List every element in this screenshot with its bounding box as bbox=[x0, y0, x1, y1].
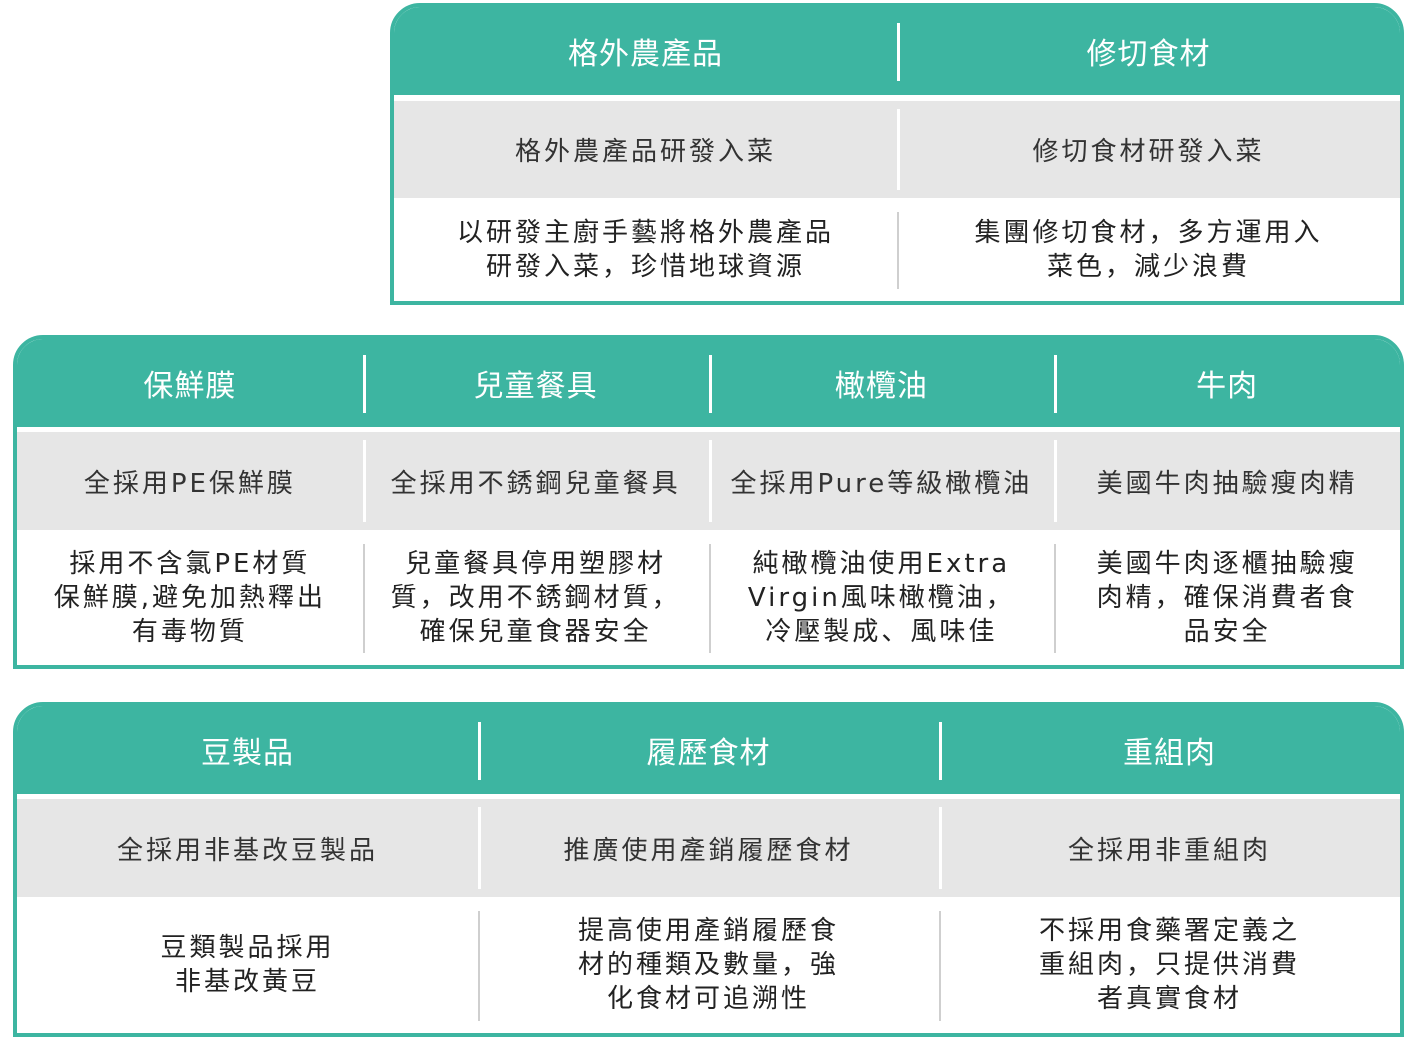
policy-panel-materials: 保鮮膜 兒童餐具 橄欖油 牛肉 全採用PE保鮮膜 全採用不銹鋼兒童餐具 全採用P… bbox=[13, 335, 1404, 669]
column-description: 不採用食藥署定義之 重組肉，只提供消費 者真實食材 bbox=[939, 897, 1400, 1033]
column-header: 格外農產品 bbox=[568, 37, 723, 72]
column-header: 修切食材 bbox=[897, 7, 1400, 95]
column-description: 採用不含氯PE材質 保鮮膜,避免加熱釋出 有毒物質 bbox=[53, 548, 326, 647]
column-subtitle: 全採用非基改豆製品 bbox=[116, 835, 378, 866]
column-header: 橄欖油 bbox=[708, 339, 1055, 427]
column-subtitle: 推廣使用產銷履歷食材 bbox=[478, 799, 939, 897]
subtitle-row: 格外農產品研發入菜 修切食材研發入菜 bbox=[394, 101, 1400, 198]
column-subtitle: 修切食材研發入菜 bbox=[897, 101, 1400, 198]
column-description: 以研發主廚手藝將格外農產品 研發入菜，珍惜地球資源 bbox=[456, 217, 834, 282]
policy-panel-proteins: 豆製品 履歷食材 重組肉 全採用非基改豆製品 推廣使用產銷履歷食材 全採用非重組… bbox=[13, 702, 1404, 1037]
column-description: 兒童餐具停用塑膠材 質，改用不銹鋼材質， 確保兒童食器安全 bbox=[362, 530, 709, 665]
column-subtitle: 全採用非重組肉 bbox=[939, 799, 1400, 897]
policy-table: 豆製品 履歷食材 重組肉 全採用非基改豆製品 推廣使用產銷履歷食材 全採用非重組… bbox=[17, 706, 1400, 1033]
column-header: 兒童餐具 bbox=[362, 339, 709, 427]
column-header: 履歷食材 bbox=[478, 706, 939, 794]
column-header: 保鮮膜 bbox=[143, 369, 237, 404]
subtitle-row: 全採用PE保鮮膜 全採用不銹鋼兒童餐具 全採用Pure等級橄欖油 美國牛肉抽驗瘦… bbox=[17, 432, 1400, 530]
column-subtitle: 美國牛肉抽驗瘦肉精 bbox=[1054, 432, 1400, 530]
policy-panel-ingredients: 格外農產品 修切食材 格外農產品研發入菜 修切食材研發入菜 以研發主廚手藝將格外… bbox=[390, 3, 1404, 305]
header-row: 保鮮膜 兒童餐具 橄欖油 牛肉 bbox=[17, 339, 1400, 427]
description-row: 豆類製品採用 非基改黃豆 提高使用產銷履歷食 材的種類及數量，強 化食材可追溯性… bbox=[17, 897, 1400, 1033]
column-description: 豆類製品採用 非基改黃豆 bbox=[160, 933, 335, 997]
column-header: 豆製品 bbox=[201, 736, 294, 771]
header-row: 豆製品 履歷食材 重組肉 bbox=[17, 706, 1400, 794]
column-description: 集團修切食材，多方運用入 菜色，減少浪費 bbox=[897, 198, 1400, 301]
column-subtitle: 全採用不銹鋼兒童餐具 bbox=[362, 432, 709, 530]
policy-table: 保鮮膜 兒童餐具 橄欖油 牛肉 全採用PE保鮮膜 全採用不銹鋼兒童餐具 全採用P… bbox=[17, 339, 1400, 665]
column-description: 美國牛肉逐櫃抽驗瘦 肉精，確保消費者食 品安全 bbox=[1054, 530, 1400, 665]
column-description: 提高使用產銷履歷食 材的種類及數量，強 化食材可追溯性 bbox=[478, 897, 939, 1033]
column-header: 重組肉 bbox=[939, 706, 1400, 794]
description-row: 以研發主廚手藝將格外農產品 研發入菜，珍惜地球資源 集團修切食材，多方運用入 菜… bbox=[394, 198, 1400, 301]
column-subtitle: 全採用PE保鮮膜 bbox=[83, 468, 296, 499]
header-row: 格外農產品 修切食材 bbox=[394, 7, 1400, 95]
subtitle-row: 全採用非基改豆製品 推廣使用產銷履歷食材 全採用非重組肉 bbox=[17, 799, 1400, 897]
policy-table: 格外農產品 修切食材 格外農產品研發入菜 修切食材研發入菜 以研發主廚手藝將格外… bbox=[394, 7, 1400, 301]
column-description: 純橄欖油使用Extra Virgin風味橄欖油， 冷壓製成、風味佳 bbox=[708, 530, 1055, 665]
column-subtitle: 格外農產品研發入菜 bbox=[514, 137, 776, 167]
column-subtitle: 全採用Pure等級橄欖油 bbox=[708, 432, 1055, 530]
description-row: 採用不含氯PE材質 保鮮膜,避免加熱釋出 有毒物質 兒童餐具停用塑膠材 質，改用… bbox=[17, 530, 1400, 665]
column-header: 牛肉 bbox=[1054, 339, 1400, 427]
